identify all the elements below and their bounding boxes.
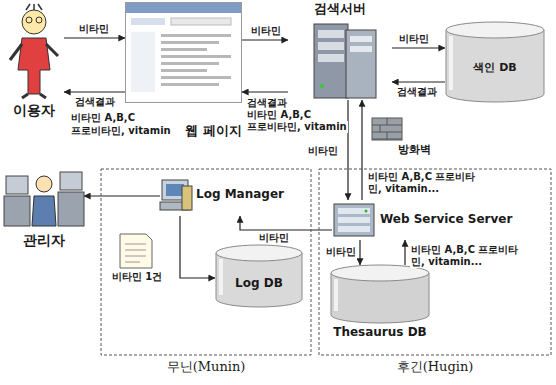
diagram-node: 색인 DB	[445, 22, 545, 102]
edge-label: 검색결과	[74, 96, 116, 108]
flow-arrow	[242, 39, 288, 40]
node-label: 이용자	[4, 102, 64, 118]
diagram-node: 웹 페이지	[125, 2, 242, 142]
node-label: 후긴(Hugin)	[318, 360, 552, 375]
flow-arrow	[180, 216, 215, 278]
flow-arrow	[392, 47, 445, 48]
flow-arrow	[404, 240, 405, 265]
edge-label: 비타민	[258, 232, 290, 244]
node-label: 비타민 1건	[106, 271, 168, 283]
edge-label: 비타민	[325, 246, 357, 258]
node-illustration	[215, 245, 303, 307]
node-label: 색인 DB	[445, 62, 545, 75]
node-illustration	[125, 2, 242, 142]
diagram-node: Log DB	[215, 245, 303, 307]
annotation-text: 비타민 A,B,C	[246, 109, 312, 121]
flow-arrow	[361, 100, 362, 200]
annotation-text: 프로비타민, vitamin	[70, 125, 172, 137]
edge-label: 비타민 A,B,C 프로비타민, vitamin...	[410, 244, 530, 268]
flow-arrow	[392, 81, 445, 82]
diagram-node: 방화벽	[372, 118, 452, 162]
diagram-node: 무닌(Munin) Log Manager 비타민 1건 Log DB	[100, 168, 312, 380]
node-label: 관리자	[4, 232, 84, 248]
node-label: 검색서버	[288, 2, 392, 17]
diagram-node: Thesaurus DB	[330, 265, 430, 343]
node-label: Thesaurus DB	[324, 326, 436, 340]
node-label: Log DB	[215, 277, 303, 291]
edge-label: 비타민 A,B,C 프로비타민, vitamin...	[367, 171, 487, 195]
diagram-node: 관리자	[4, 166, 84, 252]
annotation-text: 비타민 A,B,C	[70, 112, 136, 124]
diagram-node: 후긴(Hugin) Web Service ServerThesaurus DB	[318, 168, 552, 380]
edge-label: 검색결과	[246, 97, 288, 109]
diagram-node: 검색서버	[288, 0, 392, 100]
flow-arrow	[84, 195, 160, 196]
edge-label: 비타민	[398, 33, 430, 45]
node-label: 무닌(Munin)	[100, 360, 312, 375]
annotation-text: 프로비타민, vitamin	[246, 121, 348, 133]
flow-arrow	[347, 100, 348, 200]
diagram-node: 이용자	[4, 4, 64, 120]
flow-arrow	[242, 91, 288, 92]
flow-arrow	[359, 240, 360, 265]
edge-label: 비타민	[250, 25, 282, 37]
node-label: Web Service Server	[380, 213, 518, 227]
diagram-node: 비타민 1건	[106, 232, 168, 286]
flow-arrow	[64, 91, 125, 92]
node-label: Log Manager	[196, 188, 288, 202]
edge-label: 검색결과	[396, 86, 438, 98]
flow-arrow	[64, 37, 125, 38]
diagram-node: Log Manager	[160, 176, 288, 216]
edge-label: 비타민	[307, 145, 339, 157]
flow-arrow	[240, 216, 332, 230]
node-label: 방화벽	[398, 144, 452, 157]
edge-label: 비타민	[78, 23, 110, 35]
diagram-node: Web Service Server	[332, 200, 518, 240]
